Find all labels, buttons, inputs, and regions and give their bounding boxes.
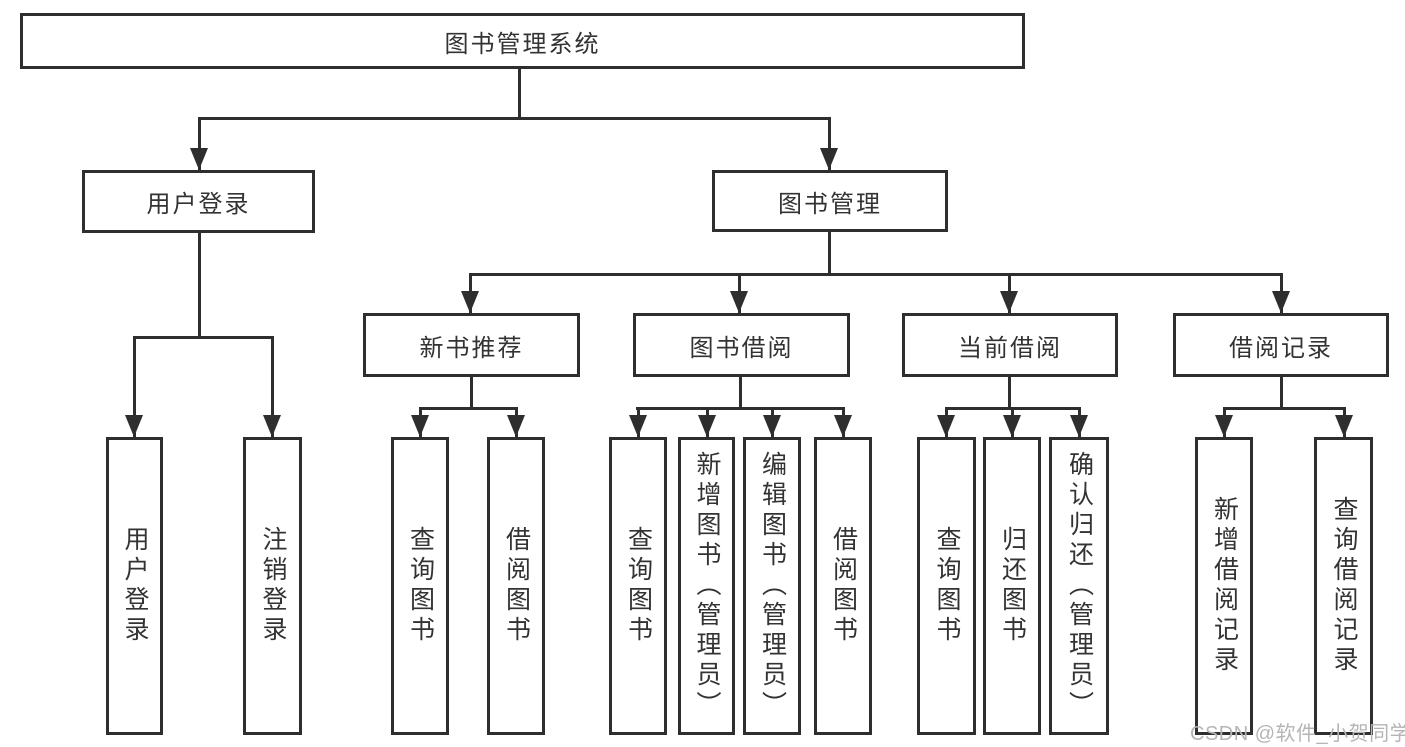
- arrow-down-icon: [263, 415, 281, 437]
- leaf-query-borrow-record-label: 查询借阅记录: [1330, 496, 1358, 676]
- arrow-down-icon: [698, 415, 716, 437]
- arrow-down-icon: [629, 415, 647, 437]
- leaf-query-books-current: 查询图书: [917, 437, 976, 735]
- node-borrow-records-label: 借阅记录: [1229, 334, 1333, 362]
- leaf-logout-label: 注销登录: [259, 526, 287, 646]
- leaf-logout: 注销登录: [243, 437, 302, 735]
- node-new-book-recommend: 新书推荐: [363, 313, 580, 377]
- leaf-return-book-label: 归还图书: [998, 526, 1027, 646]
- leaf-borrow-books-newbook: 借阅图书: [487, 437, 545, 735]
- leaf-edit-book-admin-label: 编辑图书（管理员）: [758, 451, 787, 721]
- leaf-confirm-return-admin: 确认归还（管理员）: [1049, 437, 1109, 735]
- node-user-login: 用户登录: [82, 170, 315, 233]
- connector-root-vline: [518, 69, 521, 117]
- connector-userlogin-stub-2: [271, 336, 274, 437]
- arrow-down-icon: [834, 415, 852, 437]
- connector-newbook-hline: [419, 407, 517, 410]
- leaf-borrow-books-newbook-label: 借阅图书: [502, 526, 531, 646]
- leaf-borrow-books-borrow: 借阅图书: [814, 437, 872, 735]
- connector-userlogin-hline: [133, 336, 274, 339]
- leaf-add-borrow-record: 新增借阅记录: [1195, 437, 1253, 735]
- connector-userlogin-vline: [198, 233, 201, 336]
- connector-bookmgmt-vline: [828, 232, 831, 273]
- leaf-user-login: 用户登录: [106, 437, 163, 735]
- leaf-query-borrow-record: 查询借阅记录: [1314, 437, 1373, 735]
- leaf-return-book: 归还图书: [983, 437, 1041, 735]
- arrow-down-icon: [507, 415, 525, 437]
- leaf-add-borrow-record-label: 新增借阅记录: [1210, 496, 1239, 676]
- node-new-book-recommend-label: 新书推荐: [419, 334, 524, 362]
- connector-bookmgmt-hline: [469, 273, 1282, 276]
- leaf-edit-book-admin: 编辑图书（管理员）: [743, 437, 801, 735]
- node-user-login-label: 用户登录: [146, 191, 251, 218]
- leaf-query-books-newbook-label: 查询图书: [406, 526, 435, 646]
- arrow-down-icon: [763, 415, 781, 437]
- leaf-query-books-newbook: 查询图书: [391, 437, 449, 735]
- leaf-add-book-admin: 新增图书（管理员）: [678, 437, 735, 735]
- arrow-down-icon: [125, 415, 143, 437]
- arrow-down-icon: [1003, 415, 1021, 437]
- arrow-down-icon: [190, 148, 208, 170]
- node-book-management: 图书管理: [712, 170, 948, 232]
- leaf-query-books-current-label: 查询图书: [933, 526, 961, 646]
- leaf-query-books-borrow-label: 查询图书: [624, 526, 653, 646]
- connector-root-stub-right: [828, 117, 831, 170]
- connector-bookborrow-hline: [636, 407, 844, 410]
- connector-root-stub-left: [198, 117, 201, 170]
- connector-newbook-vline: [470, 377, 473, 407]
- connector-root-hline: [198, 117, 831, 120]
- arrow-down-icon: [730, 291, 748, 313]
- node-book-borrow: 图书借阅: [633, 313, 850, 377]
- arrow-down-icon: [1215, 415, 1233, 437]
- arrow-down-icon: [1335, 415, 1353, 437]
- arrow-down-icon: [1070, 415, 1088, 437]
- node-root-label: 图书管理系统: [444, 30, 601, 58]
- leaf-borrow-books-borrow-label: 借阅图书: [829, 526, 858, 646]
- node-borrow-records: 借阅记录: [1173, 313, 1389, 377]
- arrow-down-icon: [937, 415, 955, 437]
- leaf-confirm-return-admin-label: 确认归还（管理员）: [1065, 451, 1094, 721]
- arrow-down-icon: [411, 415, 429, 437]
- node-current-borrow-label: 当前借阅: [958, 334, 1062, 362]
- leaf-add-book-admin-label: 新增图书（管理员）: [693, 451, 721, 721]
- connector-borrowrecords-hline: [1223, 407, 1345, 410]
- connector-borrowrecords-vline: [1280, 377, 1283, 407]
- arrow-down-icon: [1000, 291, 1018, 313]
- connector-userlogin-stub-1: [133, 336, 136, 437]
- node-book-management-label: 图书管理: [778, 190, 882, 218]
- arrow-down-icon: [461, 291, 479, 313]
- arrow-down-icon: [820, 148, 838, 170]
- watermark: CSDN @软件_小贺同学: [1190, 723, 1405, 745]
- leaf-user-login-label: 用户登录: [121, 526, 149, 646]
- leaf-query-books-borrow: 查询图书: [609, 437, 667, 735]
- connector-currentborrow-vline: [1008, 377, 1011, 407]
- node-root: 图书管理系统: [20, 13, 1025, 69]
- node-book-borrow-label: 图书借阅: [689, 334, 794, 362]
- connector-bookborrow-vline: [739, 377, 742, 407]
- node-current-borrow: 当前借阅: [902, 313, 1118, 377]
- arrow-down-icon: [1272, 291, 1290, 313]
